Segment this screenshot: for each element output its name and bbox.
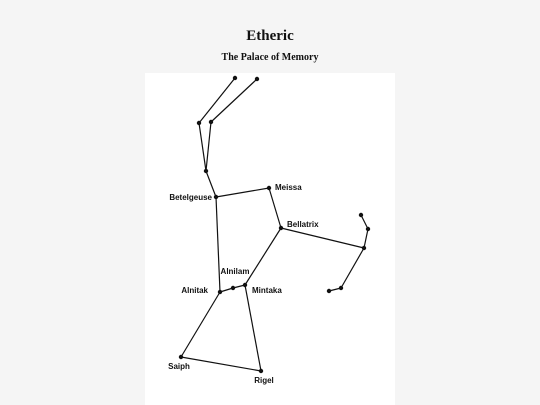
edge-rigel-mintaka (244, 284, 262, 372)
star-rigel (258, 368, 264, 374)
star-s2 (254, 76, 260, 82)
star-label-betelgeuse: Betelgeuse (169, 193, 212, 202)
edge-saiph-rigel (180, 356, 262, 372)
edge-e1-e2 (360, 214, 369, 230)
edge-s2-s4 (210, 78, 258, 123)
star-betelgeuse (213, 194, 219, 200)
edge-alnitak-alnilam (219, 287, 234, 293)
star-label-meissa: Meissa (275, 183, 302, 192)
star-s3 (196, 120, 202, 126)
star-alnitak (217, 289, 223, 295)
edge-e2-e3 (363, 228, 369, 249)
edge-e3-e4 (340, 247, 365, 289)
star-saiph (178, 354, 184, 360)
page-subtitle: The Palace of Memory (221, 52, 319, 63)
edge-betelgeuse-alnitak (215, 196, 221, 293)
edge-s5-betelgeuse (205, 170, 217, 198)
star-label-bellatrix: Bellatrix (287, 220, 319, 229)
star-label-rigel: Rigel (254, 376, 274, 385)
edge-betelgeuse-meissa (215, 187, 270, 198)
star-alnilam (230, 285, 236, 291)
star-s5 (203, 168, 209, 174)
star-e5 (326, 288, 332, 294)
edge-s3-s5 (198, 122, 207, 172)
star-e3 (361, 245, 367, 251)
star-mintaka (242, 282, 248, 288)
star-meissa (266, 185, 272, 191)
edge-s4-s5 (205, 121, 212, 172)
star-s4 (208, 119, 214, 125)
edge-alnitak-saiph (180, 291, 221, 358)
star-e2 (365, 226, 371, 232)
star-label-alnilam: Alnilam (221, 267, 250, 276)
star-label-saiph: Saiph (168, 362, 190, 371)
star-s1 (232, 75, 238, 81)
star-e1 (358, 212, 364, 218)
edge-meissa-bellatrix (268, 187, 282, 229)
edge-s1-s3 (198, 77, 236, 124)
edge-bellatrix-e3 (280, 227, 365, 249)
star-e4 (338, 285, 344, 291)
diagram-panel (145, 73, 395, 405)
edge-mintaka-bellatrix (244, 227, 282, 286)
page-title: Etheric (246, 28, 294, 44)
star-label-alnitak: Alnitak (181, 286, 208, 295)
star-bellatrix (278, 225, 284, 231)
star-label-mintaka: Mintaka (252, 286, 282, 295)
